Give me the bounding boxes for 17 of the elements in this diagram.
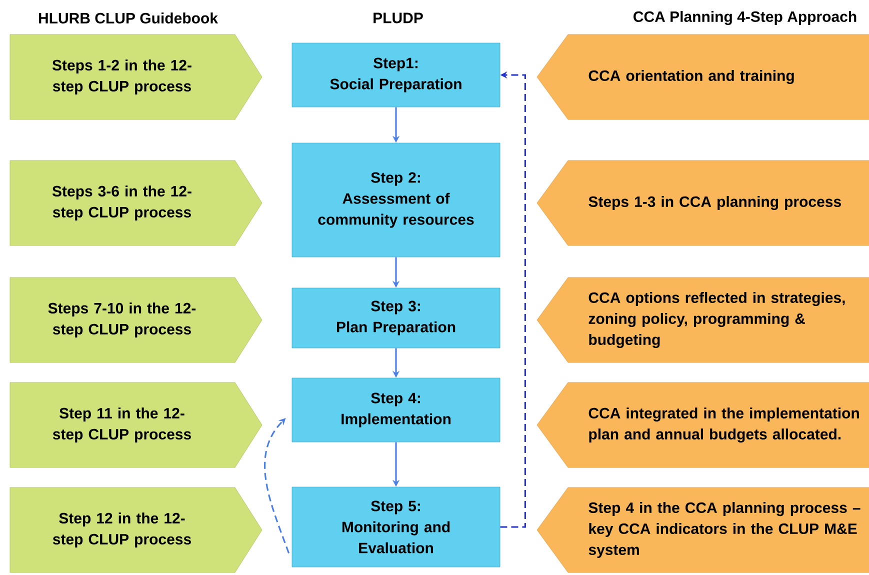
arrow-box: Step 12 in the 12-step CLUP process [10, 487, 262, 573]
arrow [264, 418, 290, 554]
arrow-box: Step 11 in the 12-step CLUP process [10, 382, 262, 468]
process-box: Step1: Social Preparation [292, 42, 500, 108]
arrow-box: Steps 1-3 in CCA planning process [536, 160, 869, 246]
column-heading: PLUDP [374, 12, 423, 24]
process-box: Step 2: Assessment of community resources [292, 142, 500, 258]
arrow-box: CCA options reflected in strategies, zoning policy, programming & budgeting [536, 277, 869, 363]
arrow-box: Step 4 in the CCA planning process – key CCA indicators in the CLUP M&E system [536, 487, 869, 573]
process-box: Step 3: Plan Preparation [292, 288, 500, 348]
arrow-box: Steps 1-2 in the 12-step CLUP process [10, 34, 262, 120]
arrow-box: Steps 3-6 in the 12-step CLUP process [10, 160, 262, 246]
arrow-box: CCA integrated in the implementation plan and annual budgets allocated. [536, 382, 869, 468]
process-box: Step 5: Monitoring and Evaluation [292, 486, 500, 568]
arrow-box: Steps 7-10 in the 12-step CLUP process [10, 277, 262, 363]
process-box: Step 4: Implementation [292, 378, 500, 442]
arrow-box: CCA orientation and training [536, 34, 869, 120]
